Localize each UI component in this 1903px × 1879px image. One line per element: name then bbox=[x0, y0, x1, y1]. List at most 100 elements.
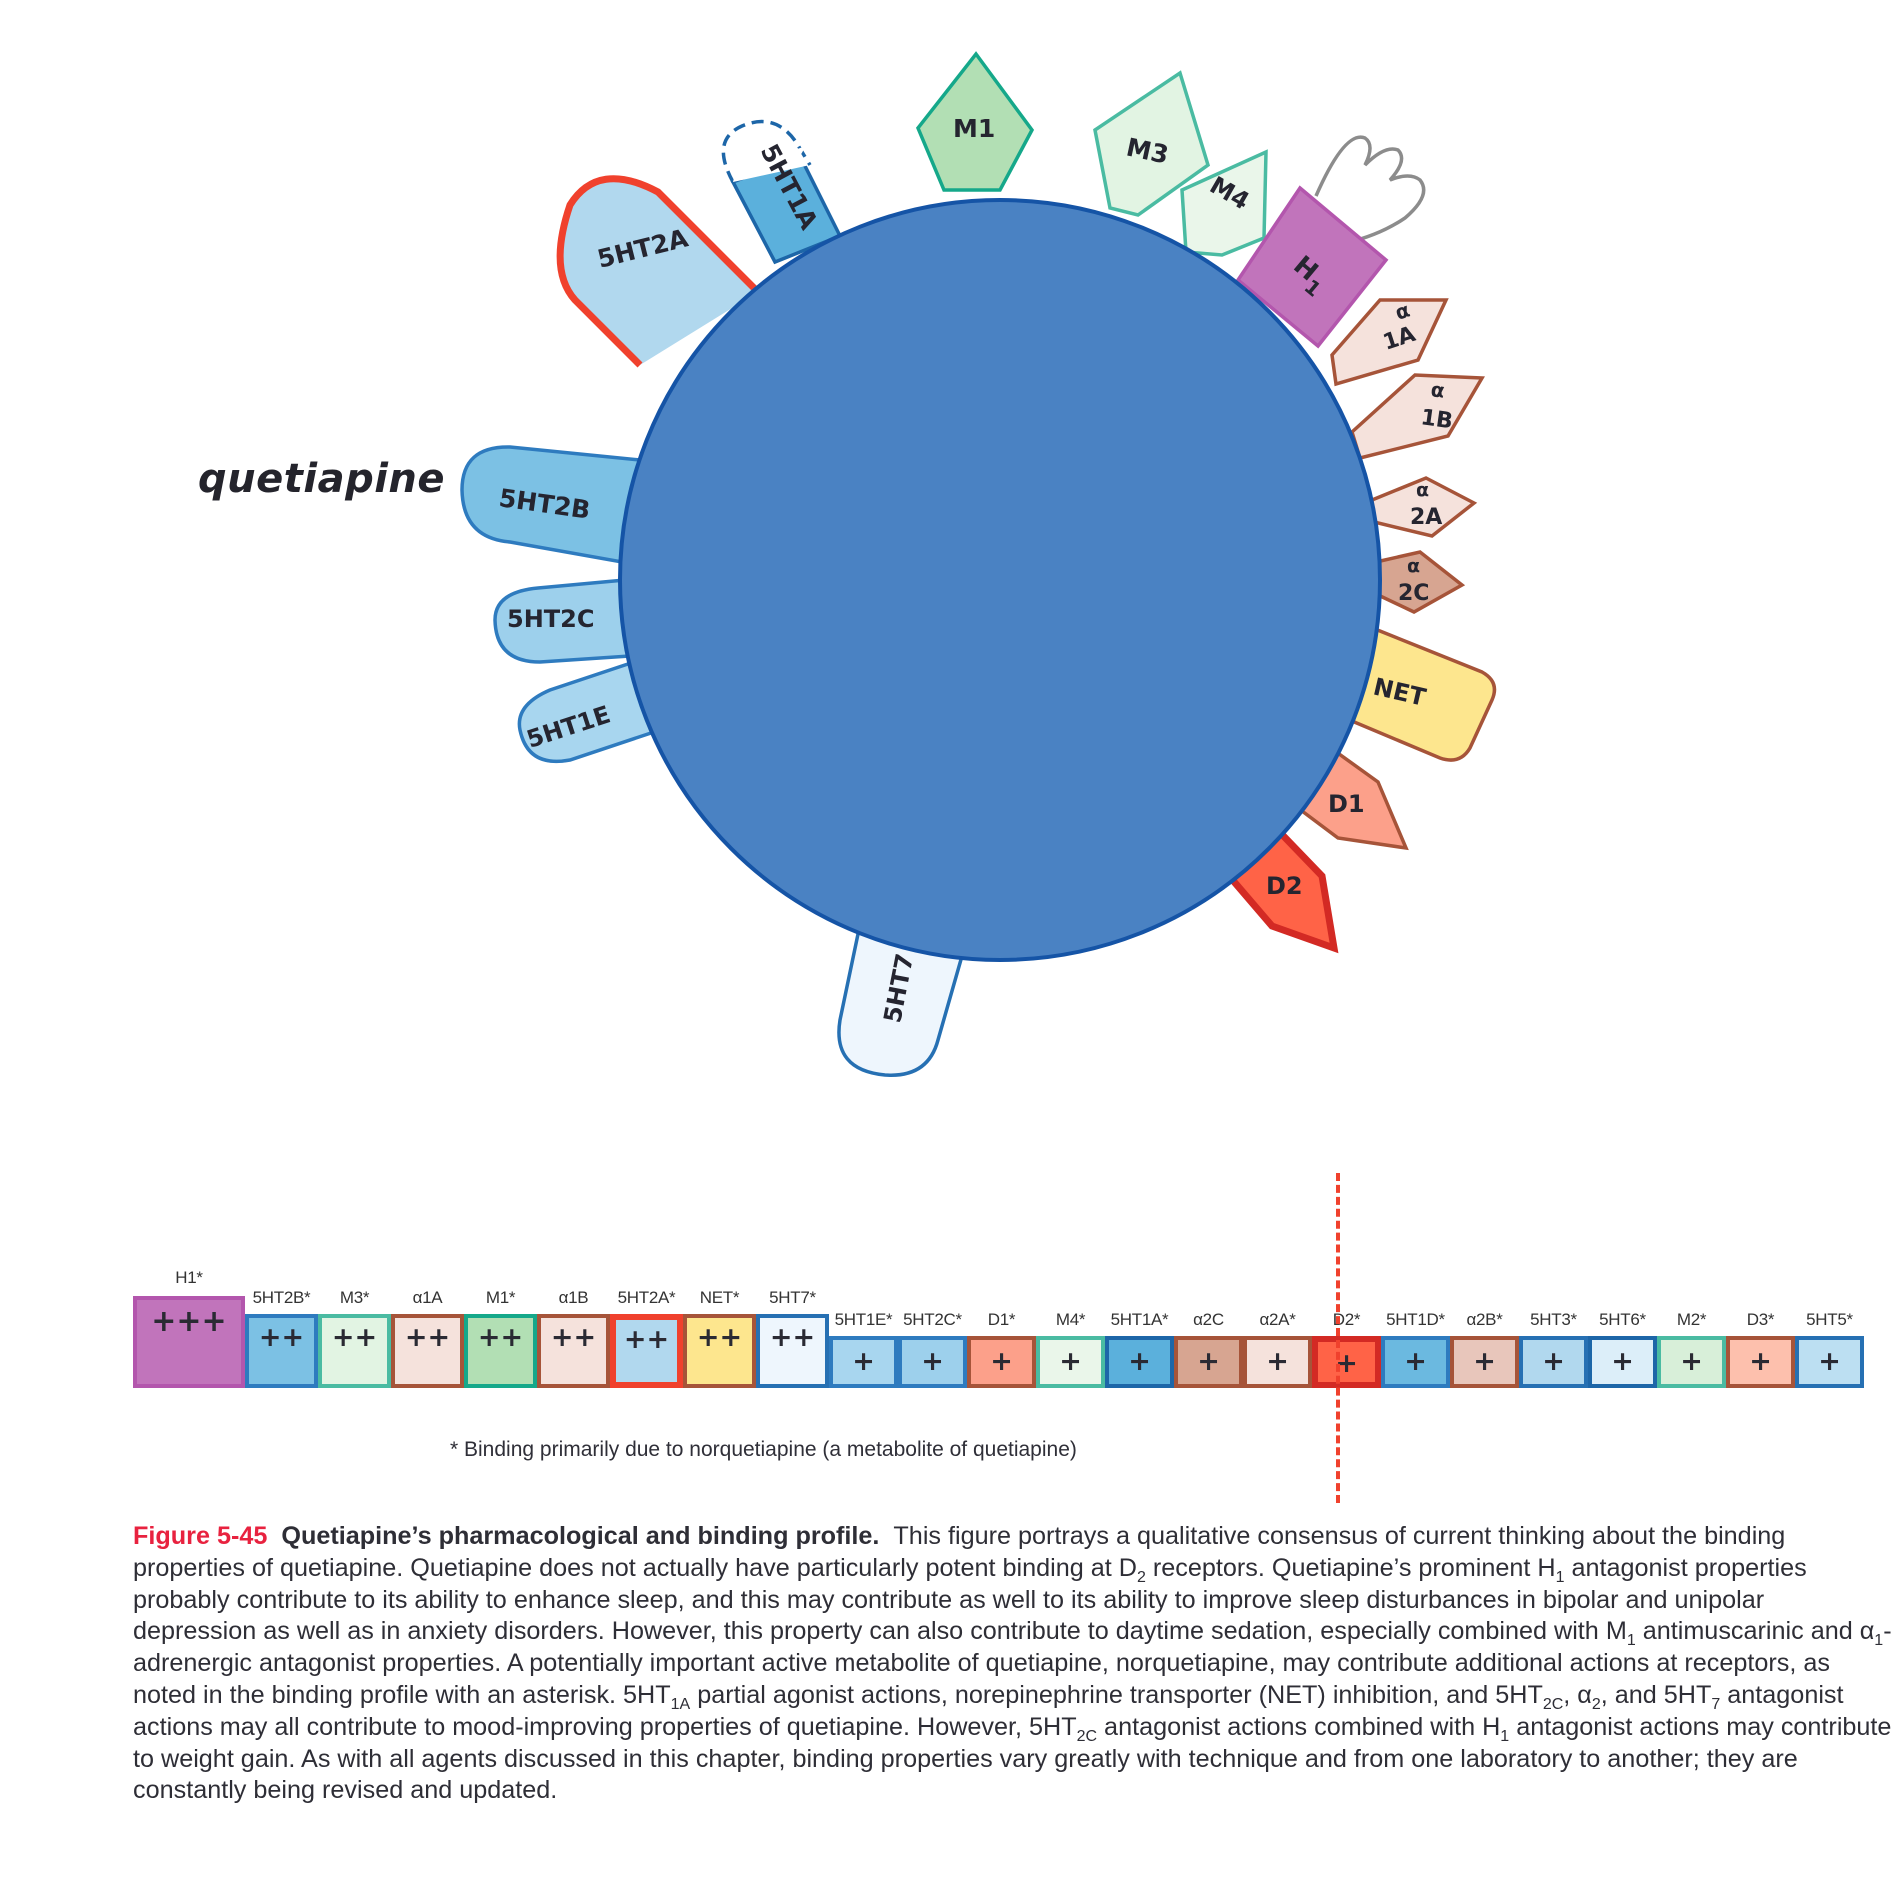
binding-strength: ++ bbox=[331, 1322, 378, 1353]
binding-strength: + bbox=[1749, 1346, 1772, 1377]
binding-strength: ++ bbox=[258, 1322, 305, 1353]
binding-strength: + bbox=[1542, 1346, 1565, 1377]
binding-label: 5HT7* bbox=[769, 1288, 816, 1307]
figure-title: Quetiapine’s pharmacological and binding… bbox=[281, 1522, 880, 1550]
binding-cell: + bbox=[1312, 1336, 1381, 1388]
binding-label: α1B bbox=[558, 1288, 589, 1307]
binding-strength: ++ bbox=[696, 1322, 743, 1353]
binding-cell: + bbox=[1243, 1336, 1312, 1388]
binding-cell: ++ bbox=[464, 1314, 537, 1388]
caption-text: antagonist actions may contribute to wei… bbox=[133, 1712, 1892, 1805]
caption-subscript: 7 bbox=[1711, 1696, 1721, 1714]
footnote: * Binding primarily due to norquetiapine… bbox=[450, 1438, 1077, 1461]
binding-cell: + bbox=[1588, 1336, 1657, 1388]
caption-text: receptors. Quetiapine’s prominent H bbox=[1145, 1553, 1556, 1582]
receptor-net: NET bbox=[1337, 624, 1497, 762]
binding-cell: + bbox=[1174, 1336, 1243, 1388]
caption-subscript: 1 bbox=[1555, 1568, 1565, 1586]
receptor-m1-label: M1 bbox=[953, 114, 995, 143]
receptor-m3: M3 bbox=[1093, 70, 1211, 217]
caption-text: antimuscarinic and α bbox=[1635, 1617, 1875, 1646]
binding-strength: +++ bbox=[151, 1304, 227, 1339]
h1-ligand-outline bbox=[1314, 135, 1426, 245]
binding-label: M3* bbox=[339, 1288, 370, 1307]
receptor-alpha2a: α 2A bbox=[1370, 476, 1478, 538]
caption-subscript: 1 bbox=[1500, 1727, 1510, 1745]
receptor-alpha1b-alpha: α bbox=[1429, 377, 1446, 403]
caption-text: -adrenergic antagonist properties. A pot… bbox=[133, 1617, 1892, 1709]
caption-text: antagonist actions may all contribute to… bbox=[133, 1680, 1844, 1741]
caption-text: antagonist actions combined with H bbox=[1097, 1712, 1501, 1741]
receptor-alpha2c: α 2C bbox=[1374, 550, 1466, 614]
caption-subscript: 1 bbox=[1626, 1632, 1636, 1650]
receptor-alpha1b: α 1B bbox=[1349, 373, 1485, 461]
d2-reference-dashed-line bbox=[1336, 1173, 1340, 1503]
binding-cell: ++ bbox=[318, 1314, 391, 1388]
binding-profile-strip: +++H1*++5HT2B*++M3*++α1A++M1*++α1B++5HT2… bbox=[0, 1160, 1903, 1490]
binding-label: 5HT2B* bbox=[252, 1288, 311, 1307]
receptor-m4: M4 bbox=[1180, 149, 1268, 257]
caption-text: partial agonist actions, norepinephrine … bbox=[690, 1680, 1543, 1709]
binding-label: D2* bbox=[1332, 1310, 1361, 1329]
binding-label: NET* bbox=[699, 1288, 740, 1307]
binding-label: α1A bbox=[412, 1288, 443, 1307]
binding-strength: + bbox=[852, 1346, 875, 1377]
binding-cell: ++ bbox=[391, 1314, 464, 1388]
receptor-alpha2a-label: 2A bbox=[1410, 505, 1442, 530]
receptor-m1: M1 bbox=[915, 51, 1035, 192]
binding-label: α2C bbox=[1193, 1310, 1224, 1329]
caption-text: antagonist properties probably contribut… bbox=[133, 1553, 1807, 1646]
binding-label: M2* bbox=[1676, 1310, 1707, 1329]
receptor-5ht1e: 5HT1E bbox=[517, 657, 663, 764]
binding-cell: + bbox=[898, 1336, 967, 1388]
figure-number: Figure 5-45 bbox=[133, 1522, 268, 1550]
drug-core-circle bbox=[618, 198, 1382, 962]
caption-text: , α bbox=[1563, 1680, 1592, 1709]
binding-label: 5HT6* bbox=[1599, 1310, 1646, 1329]
binding-cell: + bbox=[1105, 1336, 1174, 1388]
binding-strength: + bbox=[1128, 1346, 1151, 1377]
binding-cell: ++ bbox=[245, 1314, 318, 1388]
binding-cell: + bbox=[1036, 1336, 1105, 1388]
binding-cell: + bbox=[967, 1336, 1036, 1388]
caption-subscript: 2 bbox=[1136, 1568, 1146, 1586]
binding-strength: + bbox=[921, 1346, 944, 1377]
receptor-5ht2c-label: 5HT2C bbox=[507, 605, 594, 633]
binding-label: 5HT2A* bbox=[617, 1288, 676, 1307]
receptor-d2-label: D2 bbox=[1266, 872, 1303, 900]
receptor-alpha2a-alpha: α bbox=[1416, 479, 1429, 501]
receptor-5ht2b: 5HT2B bbox=[460, 445, 643, 565]
binding-strength: + bbox=[1266, 1346, 1289, 1377]
binding-cell: + bbox=[1519, 1336, 1588, 1388]
binding-label: 5HT1A* bbox=[1110, 1310, 1169, 1329]
binding-strength: + bbox=[1404, 1346, 1427, 1377]
drug-name: quetiapine bbox=[198, 456, 446, 502]
figure-caption: Figure 5-45 Quetiapine’s pharmacological… bbox=[133, 1521, 1893, 1807]
binding-label: α2B* bbox=[1466, 1310, 1503, 1329]
receptor-alpha2c-alpha: α bbox=[1407, 555, 1420, 577]
binding-strength: + bbox=[1335, 1348, 1358, 1379]
receptor-alpha2c-label: 2C bbox=[1398, 581, 1429, 606]
caption-subscript: 1A bbox=[670, 1696, 691, 1714]
receptor-alpha1a: α 1A bbox=[1330, 298, 1449, 387]
receptor-5ht1a: 5HT1A bbox=[721, 119, 843, 265]
receptor-d1-label: D1 bbox=[1328, 790, 1365, 818]
binding-label: M1* bbox=[485, 1288, 516, 1307]
binding-strength: + bbox=[1818, 1346, 1841, 1377]
binding-strength: + bbox=[1473, 1346, 1496, 1377]
binding-cell: + bbox=[829, 1336, 898, 1388]
receptor-h1: H1 bbox=[1235, 135, 1426, 349]
caption-subscript: 1 bbox=[1874, 1632, 1884, 1650]
caption-text: , and 5HT bbox=[1600, 1680, 1712, 1709]
binding-label: 5HT1D* bbox=[1386, 1310, 1445, 1329]
binding-label: 5HT3* bbox=[1530, 1310, 1577, 1329]
binding-cell: +++ bbox=[133, 1296, 245, 1388]
binding-cell: + bbox=[1795, 1336, 1864, 1388]
binding-cell: ++ bbox=[683, 1314, 756, 1388]
binding-label: M4* bbox=[1055, 1310, 1086, 1329]
caption-text: This figure portrays a qualitative conse… bbox=[133, 1522, 1786, 1582]
binding-cell: + bbox=[1657, 1336, 1726, 1388]
binding-label: H1* bbox=[175, 1268, 203, 1287]
caption-subscript: 2 bbox=[1591, 1696, 1601, 1714]
binding-strength: ++ bbox=[550, 1322, 597, 1353]
